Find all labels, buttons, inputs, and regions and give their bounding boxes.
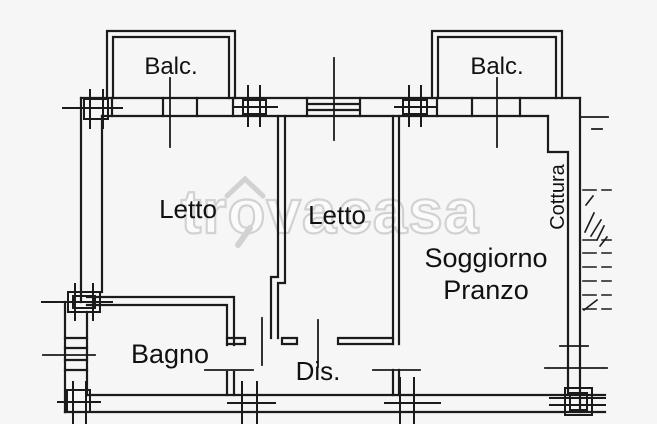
pillar-left-middle	[41, 283, 113, 321]
label-letto-left: Letto	[159, 194, 217, 224]
right-wall-door-line	[544, 345, 608, 369]
pillar-bottom-center-left	[227, 381, 276, 424]
label-bagno: Bagno	[131, 339, 209, 369]
pillars	[41, 85, 606, 424]
watermark-roof-icon	[224, 175, 266, 199]
pillar-top-left	[62, 89, 123, 129]
room-labels: Balc. Balc. Letto Letto Soggiorno Pranzo…	[131, 53, 569, 386]
balcony-left-outline	[105, 29, 237, 100]
label-balcony-left: Balc.	[144, 53, 197, 80]
watermark-logo: trovacasa	[180, 175, 479, 248]
bottom-wall	[63, 393, 607, 414]
pillar-bottom-right	[549, 387, 606, 416]
pillar-bottom-center-right	[384, 377, 441, 424]
partition-letto-letto	[269, 114, 287, 340]
label-balcony-right: Balc.	[470, 53, 523, 80]
left-wall-upper	[79, 96, 104, 304]
pillar-top-center-right	[394, 85, 438, 127]
pillar-top-center-left	[232, 85, 278, 127]
label-cottura: Cottura	[547, 163, 569, 229]
label-pranzo: Pranzo	[443, 275, 529, 305]
stair-direction-marks	[582, 194, 609, 312]
bagno-window	[63, 336, 89, 372]
label-letto-middle: Letto	[308, 200, 366, 230]
label-soggiorno: Soggiorno	[424, 243, 547, 273]
partition-letto-soggiorno	[391, 114, 401, 397]
label-disimpegno: Dis.	[296, 356, 341, 386]
exterior-landing-lines	[579, 116, 609, 130]
door-swing-lines	[42, 57, 609, 371]
right-wall	[546, 96, 582, 414]
walls	[63, 29, 607, 414]
balcony-right-outline	[430, 29, 564, 100]
stairwell-hatch	[582, 189, 612, 312]
pillar-bottom-left	[57, 381, 101, 424]
stair-steps	[582, 189, 612, 310]
bagno-walls	[85, 295, 236, 397]
disimpegno-wall	[225, 336, 395, 346]
watermark-magnifier-handle-icon	[235, 225, 253, 248]
